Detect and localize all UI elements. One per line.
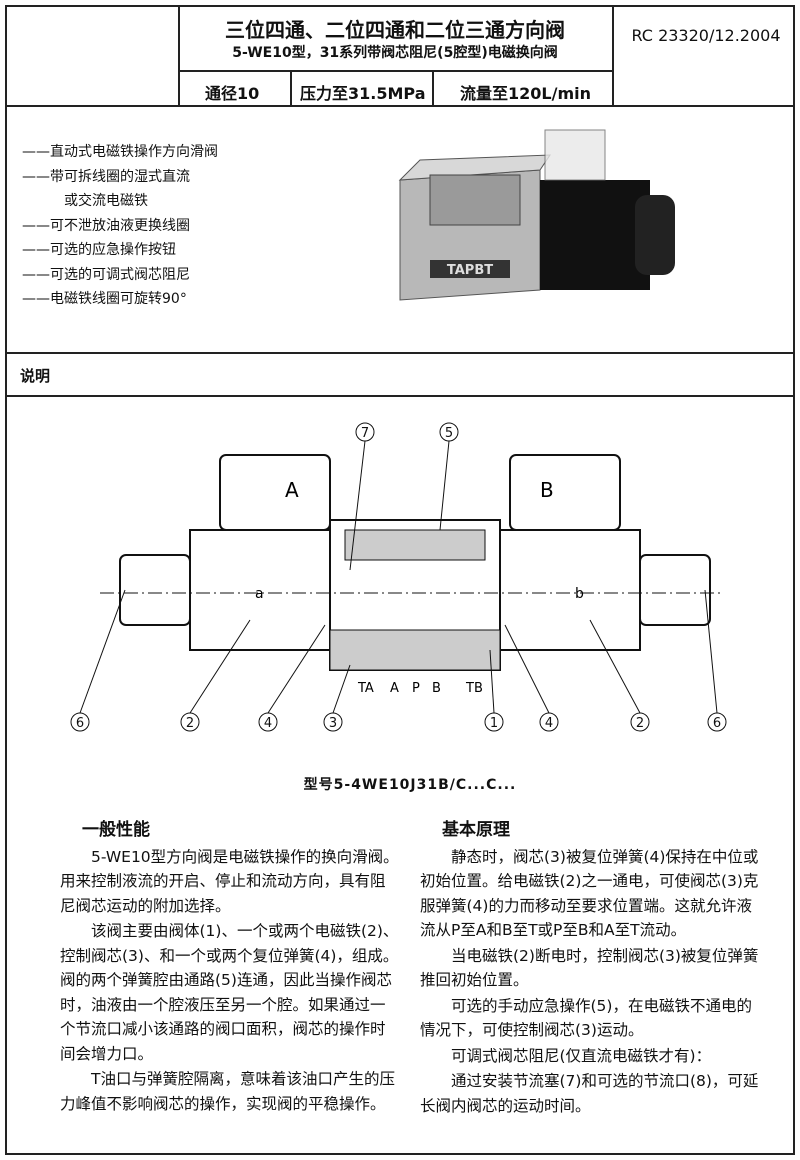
feature-item: ——可不泄放油液更换线圈 xyxy=(22,217,190,234)
solenoid-b-label: B xyxy=(540,478,554,502)
divider xyxy=(612,5,614,105)
spec-flow: 流量至120L/min xyxy=(460,84,591,103)
callout: 2 xyxy=(186,716,194,731)
feature-item: 或交流电磁铁 xyxy=(64,193,148,209)
paragraph: 5-WE10型方向阀是电磁铁操作的换向滑阀。用来控制液流的开启、停止和流动方向，… xyxy=(60,847,399,915)
paragraph: 通过安装节流塞(7)和可选的节流口(8)，可延长阀内阀芯的运动时间。 xyxy=(420,1072,759,1115)
callout: 6 xyxy=(76,716,84,731)
paragraph: 可调式阀芯阻尼(仅直流电磁铁才有)： xyxy=(451,1046,712,1065)
paragraph: 当电磁铁(2)断电时，控制阀芯(3)被复位弹簧推回初始位置。 xyxy=(420,946,759,990)
port-label: A xyxy=(390,681,399,696)
brand-label: TAPBT xyxy=(447,263,493,278)
paragraph: 该阀主要由阀体(1)、一个或两个电磁铁(2)、控制阀芯(3)、和一个或两个复位弹… xyxy=(60,922,399,1063)
callout: 3 xyxy=(329,716,337,731)
callout: 2 xyxy=(636,716,644,731)
valve-cross-section-diagram: A B a b TA A P B TB 7 5 6 2 4 3 1 4 2 6 xyxy=(70,422,727,732)
general-section: 一般性能 5-WE10型方向阀是电磁铁操作的换向滑阀。用来控制液流的开启、停止和… xyxy=(60,818,400,1117)
spec-pressure: 压力至31.5MPa xyxy=(300,84,426,103)
position-b-label: b xyxy=(575,586,584,602)
paragraph: 可选的手动应急操作(5)，在电磁铁不通电的情况下，可使控制阀芯(3)运动。 xyxy=(420,996,752,1040)
divider xyxy=(5,105,795,107)
feature-item: ——电磁铁线圈可旋转90° xyxy=(22,291,187,307)
feature-list: ——直动式电磁铁操作方向滑阀 ——带可拆线圈的湿式直流 或交流电磁铁 ——可不泄… xyxy=(22,140,218,312)
divider xyxy=(178,70,612,72)
feature-item: ——带可拆线圈的湿式直流 xyxy=(22,168,190,185)
callout: 7 xyxy=(361,426,369,441)
model-code: 型号5-4WE10J31B/C...C... xyxy=(303,777,517,793)
feature-item: ——直动式电磁铁操作方向滑阀 xyxy=(22,144,218,160)
section-heading: 基本原理 xyxy=(442,820,510,840)
product-photo: TAPBT xyxy=(398,129,675,301)
port-label: B xyxy=(432,681,441,696)
callout: 6 xyxy=(713,716,721,731)
section-heading: 一般性能 xyxy=(82,820,150,840)
port-label: TB xyxy=(465,681,483,696)
position-a-label: a xyxy=(255,586,264,602)
section-title: 说明 xyxy=(20,367,51,385)
paragraph: 静态时，阀芯(3)被复位弹簧(4)保持在中位或初始位置。给电磁铁(2)之一通电，… xyxy=(420,847,759,940)
divider xyxy=(5,352,795,354)
doc-code: RC 23320/12.2004 xyxy=(631,26,781,45)
divider xyxy=(290,70,292,105)
spec-size: 通径10 xyxy=(205,84,260,103)
feature-item: ——可选的应急操作按钮 xyxy=(22,242,176,258)
divider xyxy=(178,5,180,105)
divider xyxy=(5,395,795,397)
principle-section: 基本原理 静态时，阀芯(3)被复位弹簧(4)保持在中位或初始位置。给电磁铁(2)… xyxy=(420,818,760,1119)
feature-item: ——可选的可调式阀芯阻尼 xyxy=(22,266,190,283)
page-border xyxy=(5,5,795,1155)
port-label: TA xyxy=(357,681,374,696)
callout: 4 xyxy=(545,716,553,731)
callout: 5 xyxy=(445,426,453,441)
solenoid-a-label: A xyxy=(285,478,299,502)
page-subtitle: 5-WE10型，31系列带阀芯阻尼(5腔型)电磁换向阀 xyxy=(232,45,558,61)
port-label: P xyxy=(412,681,420,696)
callout: 4 xyxy=(264,716,272,731)
page-title: 三位四通、二位四通和二位三通方向阀 xyxy=(225,18,565,42)
paragraph: T油口与弹簧腔隔离，意味着该油口产生的压力峰值不影响阀芯的操作，实现阀的平稳操作… xyxy=(60,1070,395,1113)
callout: 1 xyxy=(490,716,498,731)
divider xyxy=(432,70,434,105)
